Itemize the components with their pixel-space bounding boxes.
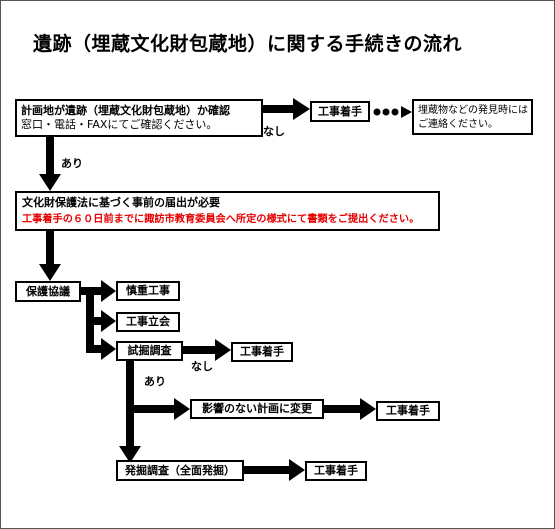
start-work-box-3: 工事着手 bbox=[376, 401, 440, 421]
arrow-head-plan-to-work bbox=[360, 398, 376, 420]
arrow-head-trial-to-fulldig bbox=[119, 446, 141, 463]
confirm-box: 計画地が遺跡（埋蔵文化財包蔵地）か確認 窓口・電話・FAXにてご確認ください。 bbox=[15, 99, 263, 137]
arrow-shaft-notify-to-consult bbox=[46, 231, 54, 264]
trial-dig-box: 試掘調査 bbox=[116, 341, 183, 361]
arrow-head-consult-to-trial bbox=[101, 338, 116, 360]
arrow-head-consult-to-careful bbox=[101, 280, 116, 302]
dot-3 bbox=[391, 108, 399, 116]
plan-change-box: 影響のない計画に変更 bbox=[190, 399, 324, 419]
label-none-2: なし bbox=[191, 360, 213, 373]
arrow-head-notify-to-consult bbox=[39, 264, 61, 281]
label-yes-1: あり bbox=[61, 157, 83, 170]
label-yes-2: あり bbox=[144, 375, 166, 388]
notify-box: 文化財保護法に基づく事前の届出が必要 工事着手の６０日前までに諏訪市教育委員会へ… bbox=[15, 191, 440, 231]
arrow-head-trial-to-plan bbox=[174, 398, 190, 420]
arrow-shaft-confirm-to-notify bbox=[46, 136, 54, 174]
page-title: 遺跡（埋蔵文化財包蔵地）に関する手続きの流れ bbox=[33, 33, 463, 55]
notify-text: 文化財保護法に基づく事前の届出が必要 bbox=[22, 196, 220, 209]
discovery-note-line-1: 埋蔵物などの発見時には bbox=[418, 105, 528, 116]
arrow-head-consult-to-witness bbox=[101, 310, 116, 332]
start-work-box-2: 工事着手 bbox=[231, 342, 293, 362]
discovery-note-line-2: ご連絡ください。 bbox=[418, 119, 498, 130]
label-none-1: なし bbox=[263, 125, 285, 138]
start-work-box-4: 工事着手 bbox=[305, 461, 367, 481]
arrow-shaft-trial-to-plan bbox=[126, 405, 174, 413]
arrow-shaft-fulldig-to-work bbox=[244, 466, 289, 474]
confirm-text: 計画地が遺跡（埋蔵文化財包蔵地）か確認 bbox=[21, 104, 230, 117]
careful-work-box: 慎重工事 bbox=[116, 281, 180, 301]
dot-1 bbox=[373, 108, 381, 116]
start-work-box-1: 工事着手 bbox=[310, 101, 370, 122]
arrow-shaft-confirm-to-work bbox=[263, 105, 293, 113]
arrow-head-confirm-to-work bbox=[293, 98, 310, 120]
arrow-shaft-trial-to-work bbox=[183, 346, 215, 354]
arrow-head-fulldig-to-work bbox=[289, 459, 305, 481]
branch-vertical-trial bbox=[126, 361, 134, 446]
arrow-head-dots bbox=[401, 106, 412, 118]
consult-box: 保護協議 bbox=[15, 281, 81, 302]
discovery-note-box: 埋蔵物などの発見時には ご連絡ください。 bbox=[412, 99, 533, 135]
arrow-head-confirm-to-notify bbox=[39, 174, 61, 191]
witness-box: 工事立会 bbox=[116, 312, 180, 332]
confirm-subtext: 窓口・電話・FAXにてご確認ください。 bbox=[21, 118, 218, 131]
notify-deadline-text: 工事着手の６０日前までに諏訪市教育委員会へ所定の様式にて書類をご提出ください。 bbox=[22, 214, 420, 225]
arrow-shaft-consult-to-witness bbox=[86, 317, 101, 325]
full-dig-box: 発掘調査（全面発掘） bbox=[116, 460, 244, 481]
arrow-shaft-consult-to-trial bbox=[86, 345, 101, 353]
arrow-head-trial-to-work bbox=[215, 339, 231, 361]
arrow-shaft-plan-to-work bbox=[324, 405, 360, 413]
dot-2 bbox=[382, 108, 390, 116]
